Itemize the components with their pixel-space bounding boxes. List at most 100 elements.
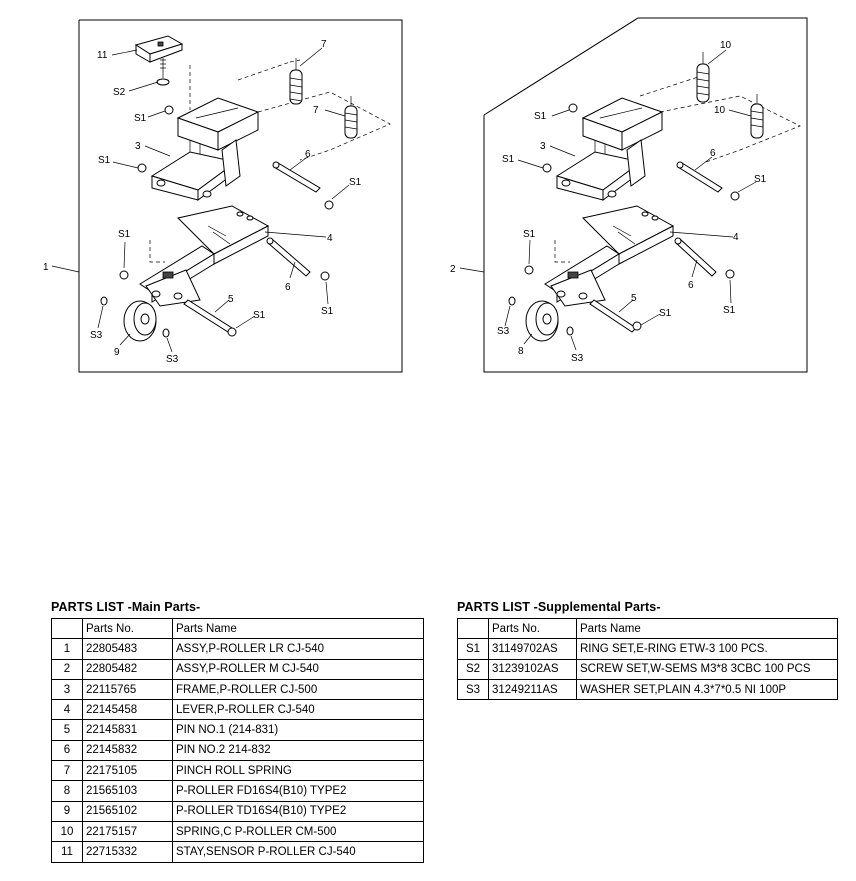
part-number: 22145831 — [82, 719, 173, 741]
spring-right-b — [750, 94, 764, 139]
part-number: 22115765 — [82, 678, 173, 701]
part-number: 22145832 — [82, 739, 173, 762]
row-number: S2 — [457, 658, 489, 680]
callout-label: 5 — [631, 293, 637, 304]
part-number: 22715332 — [82, 841, 173, 863]
callout-label: S1 — [98, 155, 111, 166]
main-parts-list: PARTS LIST -Main Parts- Parts No. Parts … — [51, 600, 424, 863]
row-number: 1 — [51, 638, 83, 660]
callout-label: 10 — [720, 40, 732, 51]
callout-label: S3 — [90, 330, 103, 341]
part-number: 31149702AS — [488, 638, 577, 660]
row-number: 7 — [51, 760, 83, 782]
callout-label: 6 — [710, 148, 716, 159]
row-number: 4 — [51, 699, 83, 721]
part-name: ASSY,P-ROLLER LR CJ-540 — [172, 638, 424, 660]
spring-left-b — [344, 96, 358, 139]
spring-left-a — [289, 58, 303, 105]
header-cell: Parts No. — [82, 617, 173, 640]
callout-label: S1 — [253, 310, 266, 321]
callout-label: S3 — [497, 326, 510, 337]
table-header-row: Parts No. Parts Name — [457, 617, 838, 640]
callout-label: 6 — [688, 280, 694, 291]
part-number: 22805482 — [82, 658, 173, 680]
callout-label: S1 — [523, 229, 536, 240]
callout-label: 10 — [714, 105, 726, 116]
supplemental-parts-list: PARTS LIST -Supplemental Parts- Parts No… — [457, 600, 838, 701]
part-number: 22805483 — [82, 638, 173, 660]
header-cell: Parts Name — [576, 617, 838, 640]
part-name: PIN NO.1 (214-831) — [172, 719, 424, 741]
row-number: 3 — [51, 678, 83, 701]
callout-label: S3 — [571, 353, 584, 364]
part-name: PIN NO.2 214-832 — [172, 739, 424, 762]
part-name: PINCH ROLL SPRING — [172, 760, 424, 782]
callout-label: S1 — [502, 154, 515, 165]
part-number: 31249211AS — [488, 678, 577, 701]
header-cell: Parts No. — [488, 617, 577, 640]
header-cell — [51, 617, 83, 640]
part-number: 22175105 — [82, 760, 173, 782]
spring-right-a — [696, 52, 710, 103]
part-name: SCREW SET,W-SEMS M3*8 3CBC 100 PCS — [576, 658, 838, 680]
callout-label: 3 — [135, 141, 141, 152]
part-name: P-ROLLER FD16S4(B10) TYPE2 — [172, 780, 424, 802]
callout-label: 6 — [285, 282, 291, 293]
part-number: 21565102 — [82, 800, 173, 822]
part-name: FRAME,P-ROLLER CJ-500 — [172, 678, 424, 701]
callout-label: S1 — [118, 229, 131, 240]
row-number: 6 — [51, 739, 83, 762]
part-name: SPRING,C P-ROLLER CM-500 — [172, 820, 424, 843]
part-number: 22145458 — [82, 699, 173, 721]
header-cell: Parts Name — [172, 617, 424, 640]
callout-label: 6 — [305, 149, 311, 160]
callout-label: S3 — [166, 354, 179, 365]
row-number: 11 — [51, 841, 83, 863]
callout-label: S1 — [134, 113, 147, 124]
assembly-left: 11 S2 7 S1 7 3 S1 6 S1 4 S1 1 6 S1 5 S1 … — [43, 19, 403, 373]
row-number: 10 — [51, 820, 83, 843]
table-header-row: Parts No. Parts Name — [51, 617, 424, 640]
callout-label: 7 — [321, 39, 327, 50]
callout-label: S1 — [754, 174, 767, 185]
header-cell — [457, 617, 489, 640]
exploded-parts-diagram: 11 S2 7 S1 7 3 S1 6 S1 4 S1 1 6 S1 5 S1 … — [43, 17, 808, 373]
row-number: S1 — [457, 638, 489, 660]
callout-label: 8 — [518, 346, 524, 357]
callout-label: 5 — [228, 294, 234, 305]
callout-label: 2 — [450, 264, 456, 275]
row-number: 8 — [51, 780, 83, 802]
row-number: 2 — [51, 658, 83, 680]
part-name: ASSY,P-ROLLER M CJ-540 — [172, 658, 424, 680]
part-name: STAY,SENSOR P-ROLLER CJ-540 — [172, 841, 424, 863]
part-name: RING SET,E-RING ETW-3 100 PCS. — [576, 638, 838, 660]
part-number: 22175157 — [82, 820, 173, 843]
part-name: P-ROLLER TD16S4(B10) TYPE2 — [172, 800, 424, 822]
callout-label: 4 — [733, 232, 739, 243]
callout-label: 11 — [97, 50, 108, 61]
part-number: 31239102AS — [488, 658, 577, 680]
callout-label: S1 — [659, 308, 672, 319]
callout-label: S1 — [723, 305, 736, 316]
main-parts-title: PARTS LIST -Main Parts- — [51, 600, 201, 614]
part-name: LEVER,P-ROLLER CJ-540 — [172, 699, 424, 721]
row-number: S3 — [457, 678, 489, 701]
callout-label: S1 — [534, 111, 547, 122]
assembly-right: 10 S1 10 3 S1 6 S1 4 S1 2 6 S1 5 S1 S3 8… — [450, 17, 808, 373]
part-name: WASHER SET,PLAIN 4.3*7*0.5 NI 100P — [576, 678, 838, 701]
